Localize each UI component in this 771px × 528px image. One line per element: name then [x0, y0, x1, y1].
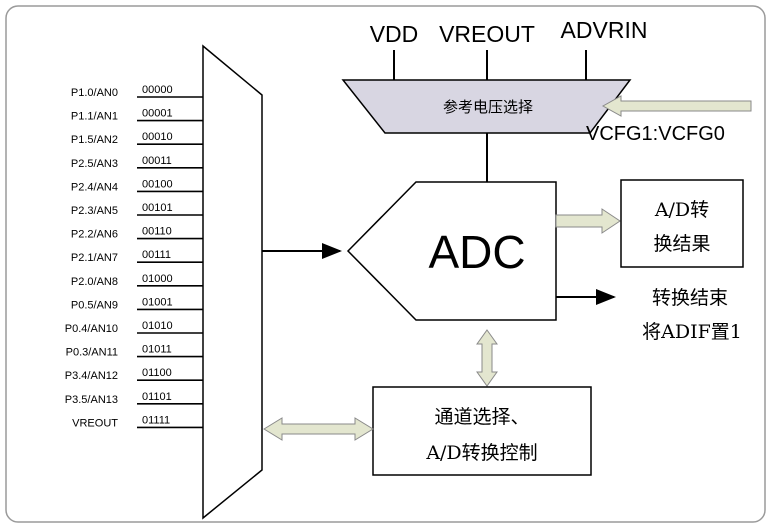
- input-pin-label: P2.5/AN3: [71, 158, 118, 170]
- input-pin-label: P2.1/AN7: [71, 252, 118, 264]
- input-pin-label: P1.1/AN1: [71, 111, 118, 123]
- channel-code: 01111: [142, 414, 170, 426]
- input-row: P0.4/AN10 01010: [65, 320, 203, 335]
- input-row: P3.5/AN13 01101: [65, 391, 203, 406]
- channel-code: 00001: [142, 108, 173, 120]
- input-row: P2.3/AN5 00101: [71, 202, 203, 217]
- channel-code: 00010: [142, 131, 173, 143]
- input-pin-label: P2.2/AN6: [71, 229, 118, 241]
- control-line1: 通道选择、: [434, 406, 529, 428]
- result-box: [620, 179, 744, 268]
- input-row: P1.0/AN0 00000: [71, 84, 203, 99]
- input-pin-label: P2.3/AN5: [71, 205, 118, 217]
- input-pin-label: P3.4/AN12: [65, 370, 118, 382]
- channel-code: 00101: [142, 202, 173, 214]
- channel-code: 00011: [142, 155, 172, 167]
- result-line1: A/D转: [654, 199, 709, 221]
- reference-selector-label: 参考电压选择: [443, 98, 533, 116]
- channel-code: 01001: [142, 296, 173, 308]
- input-pin-label: P2.0/AN8: [71, 276, 118, 288]
- input-row: P1.1/AN1 00001: [71, 108, 203, 123]
- input-row: P1.5/AN2 00010: [71, 131, 203, 146]
- input-pin-label: P3.5/AN13: [65, 394, 118, 406]
- vreout-label: VREOUT: [439, 21, 535, 47]
- input-row: P0.3/AN11 01011: [66, 344, 203, 359]
- channel-code: 01011: [142, 344, 172, 356]
- channel-multiplexer: [202, 44, 263, 520]
- control-line2: A/D转换控制: [425, 442, 537, 464]
- vdd-label: VDD: [370, 21, 419, 47]
- channel-code: 00110: [142, 226, 172, 238]
- input-pin-label: P0.4/AN10: [65, 323, 118, 335]
- adc-to-result-arrow: [555, 208, 621, 234]
- input-pin-label: VREOUT: [72, 417, 118, 429]
- input-pin-label: P0.5/AN9: [71, 299, 118, 311]
- channel-code: 00100: [142, 178, 173, 190]
- vcfg-arrow: [601, 95, 752, 117]
- channel-code: 00000: [142, 84, 173, 96]
- reference-selector-trapezoid: [341, 79, 632, 134]
- channel-code: 00111: [142, 249, 171, 261]
- input-pin-label: P1.5/AN2: [71, 134, 118, 146]
- result-line2: 换结果: [653, 233, 710, 255]
- reference-voltage-selector: VDD VREOUT ADVRIN 参考电压选择 VCFG1:VCFG0: [341, 17, 752, 145]
- input-row: P0.5/AN9 01001: [71, 296, 203, 311]
- input-pin-label: P2.4/AN4: [71, 181, 118, 193]
- control-box: [372, 386, 592, 476]
- input-pin-label: P0.3/AN11: [66, 347, 118, 359]
- channel-code: 01000: [142, 273, 173, 285]
- input-row: P2.2/AN6 00110: [71, 226, 203, 241]
- input-pin-label: P1.0/AN0: [71, 87, 118, 99]
- input-row: P2.1/AN7 00111: [71, 249, 203, 264]
- vcfg-label: VCFG1:VCFG0: [586, 123, 725, 145]
- channel-code: 01010: [142, 320, 173, 332]
- done-line1: 转换结束: [652, 287, 728, 309]
- adc-control-double-arrow: [476, 329, 498, 387]
- input-row: P3.4/AN12 01100: [65, 367, 203, 382]
- done-line2: 将ADIF置1: [642, 321, 742, 343]
- input-row: VREOUT 01111: [72, 414, 203, 429]
- mux-control-double-arrow: [263, 417, 374, 441]
- input-row: P2.5/AN3 00011: [71, 155, 203, 170]
- advrin-label: ADVRIN: [561, 17, 648, 43]
- input-row: P2.4/AN4 00100: [71, 178, 203, 193]
- input-row: P2.0/AN8 01000: [71, 273, 203, 288]
- channel-code: 01101: [142, 391, 172, 403]
- adc-label: ADC: [428, 226, 525, 278]
- adc-block: [346, 181, 557, 321]
- channel-code: 01100: [142, 367, 172, 379]
